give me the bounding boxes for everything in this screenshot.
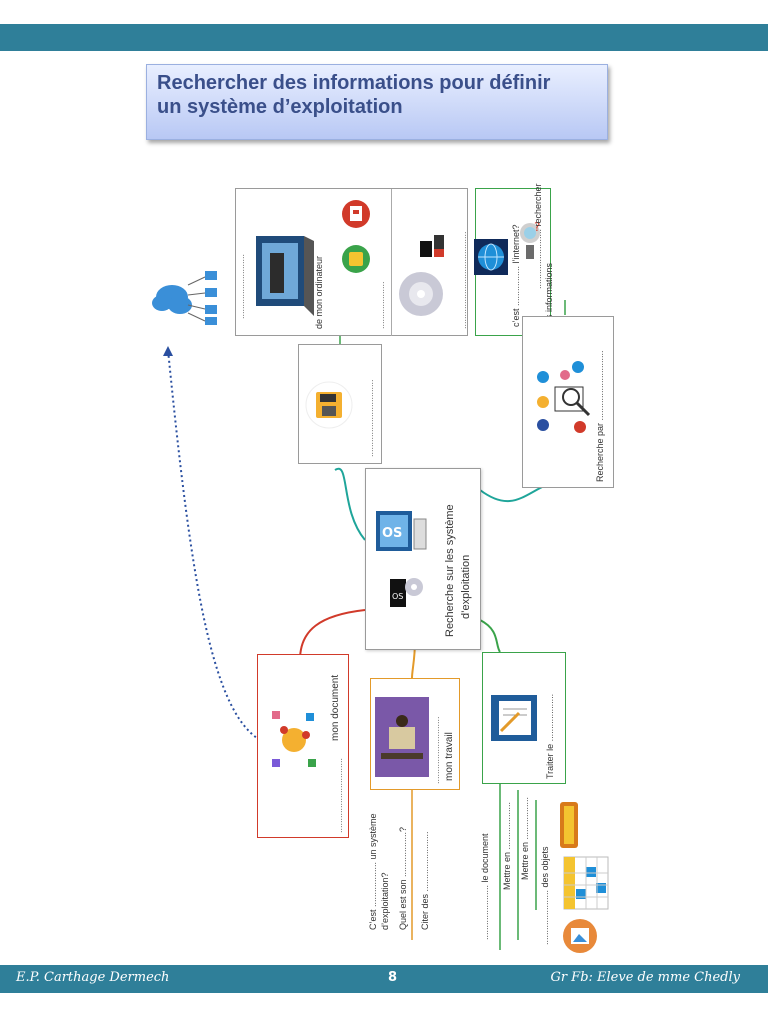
save-node: ............................... [298,344,382,464]
os-box-icon: OS [390,578,423,607]
title-line-1: Rechercher des informations pour définir [157,72,551,94]
traiter-label: Traiter le ................... [545,693,555,779]
sharing-people-icon [272,711,316,767]
page-title-box: Rechercher des informations pour définir… [146,64,608,140]
work-node: ........................... mon travail [370,678,460,790]
page-number: 8 [388,970,398,985]
search-node: Recherche par ..........................… [522,316,614,488]
computer-node: de mon ordinateur ......................… [235,188,468,336]
question-1b: d’exploitation? [380,872,390,930]
os-monitor-icon: OS [376,511,427,551]
mon-travail-label: mon travail [444,732,455,781]
cloud-network-icon [152,271,217,325]
document-editor-icon [491,695,537,741]
recherche-par-label: Recherche par ..........................… [595,350,605,482]
question-2: Quel est son ..................? [398,826,408,930]
doc-item-1: ...................... le document [480,833,490,940]
footer-credit: Gr Fb: Eleve de mme Chedly [550,970,740,985]
cd-icon [399,272,443,316]
svg-text:?: ? [534,220,540,234]
wordart-icon [560,802,578,848]
floppy-disk-icon [305,381,353,429]
svg-text:OS: OS [392,592,403,601]
footer-school: E.P. Carthage Dermech [16,970,170,985]
search-tools-icon [537,361,591,433]
mon-document-label: mon document [330,674,341,741]
title-line-2: un système d’exploitation [157,96,403,118]
svg-text:OS: OS [382,526,402,541]
memory-card-icon [420,235,444,257]
mind-map-connectors [163,300,571,950]
top-bar [0,24,768,51]
footer-bar: E.P. Carthage Dermech 8 Gr Fb: Eleve de … [0,965,768,993]
meeting-image-icon [375,697,429,777]
central-line-2: d’exploitation [460,554,472,619]
computer-label: de mon ordinateur [314,255,324,329]
process-node: Traiter le ................... [482,652,566,784]
document-node: mon document ...........................… [257,654,349,838]
file-icon [342,200,370,228]
computer-blank: .......................... [236,253,246,319]
folder-icon [342,245,370,273]
search-person-icon: ? [520,220,540,259]
internet-node: c’est ................ l’internet? ? ...… [474,183,554,336]
laptop-icon [256,236,314,316]
globe-icon [474,239,508,275]
central-topic: OS OS Recherche sur les système d’exploi… [365,468,481,650]
rechercher-label: ........................ rechercher [533,183,543,289]
central-line-1: Recherche sur les système [444,504,456,637]
doc-item-4: ...................... des objets [540,846,550,945]
mind-map: de mon ordinateur ......................… [150,150,620,958]
doc-item-3: Mettre en ................. [520,796,530,880]
image-icon [563,919,597,953]
question-1: C’est .................. un système [368,813,378,930]
question-3: Citer des ........................ [420,831,430,930]
table-icon [563,856,609,910]
doc-item-2: Mettre en ................... [502,801,512,890]
